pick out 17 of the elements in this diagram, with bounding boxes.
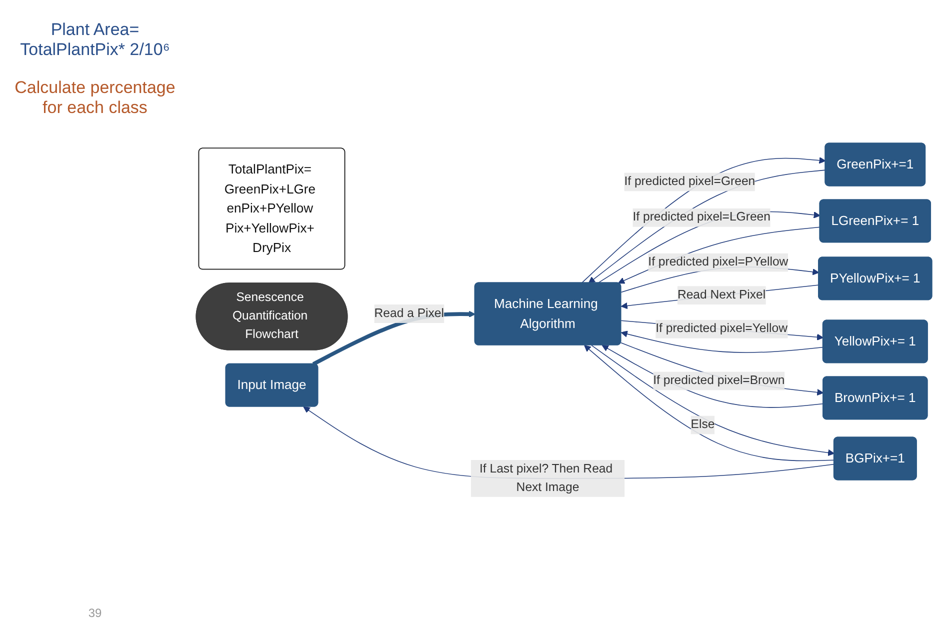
edge-label: If predicted pixel=PYellow (648, 256, 788, 269)
formula-note: Plant Area= TotalPlantPix* 2/10⁶ (19, 20, 171, 60)
edge-label: If predicted pixel=Yellow (656, 322, 788, 336)
edge-label: Read a Pixel (374, 306, 444, 320)
arrow (620, 330, 824, 353)
page-number: 39 (87, 606, 103, 620)
edge-label: Else (690, 418, 715, 432)
edge-label: If predicted pixel=LGreen (632, 210, 770, 224)
edge-label: If predicted pixel=Green (624, 175, 756, 188)
step-note: Calculate percentage for each class (14, 78, 176, 118)
edge-label: Read Next Pixel (677, 288, 766, 302)
arrow (598, 211, 820, 284)
arrow (620, 284, 820, 310)
arrow (303, 406, 835, 479)
edge-label: If Last pixel? Then Read Next Image (480, 462, 613, 494)
edge-label: If predicted pixel=Brown (653, 374, 785, 388)
arrow (620, 342, 824, 396)
